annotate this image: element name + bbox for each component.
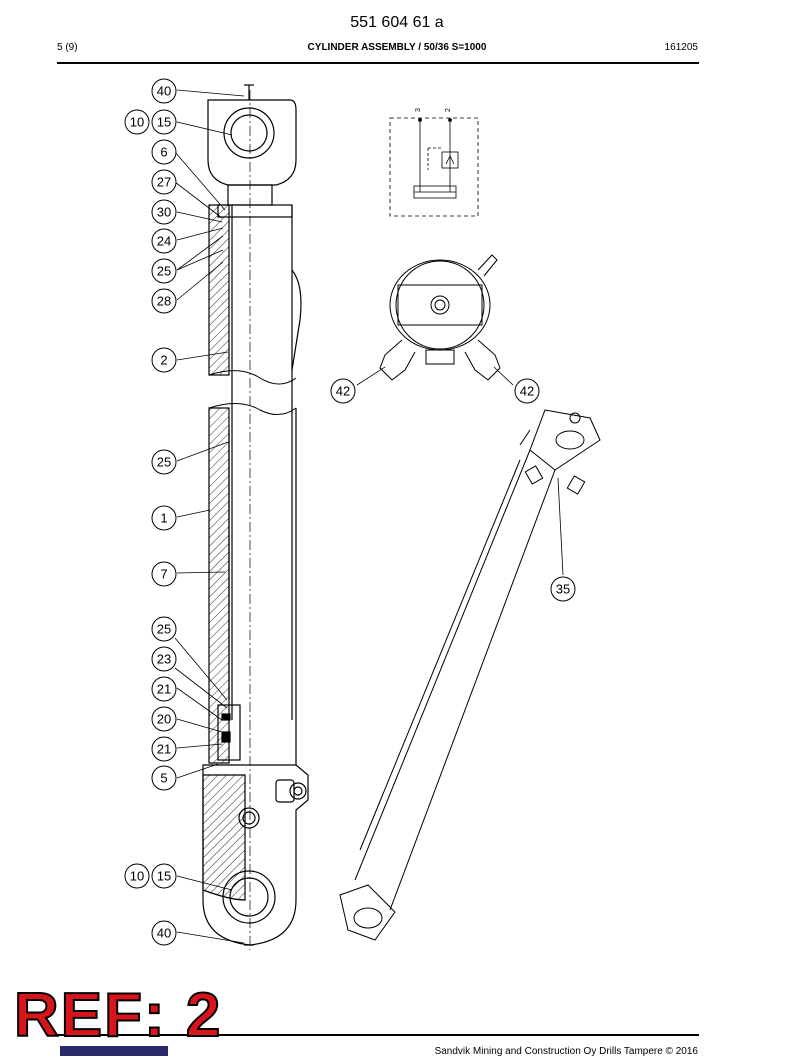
page-number: 5 (9) — [57, 42, 78, 53]
svg-text:5: 5 — [160, 771, 167, 786]
callout-40-bottom: 40 — [151, 920, 177, 946]
schematic-port-label: 3 — [415, 108, 422, 112]
callout-30: 30 — [151, 199, 177, 225]
callout-23: 23 — [151, 646, 177, 672]
callout-15-top: 15 — [151, 109, 177, 135]
svg-text:42: 42 — [336, 384, 350, 399]
svg-text:1: 1 — [160, 511, 167, 526]
svg-text:35: 35 — [556, 582, 570, 597]
callout-42-left: 42 — [330, 378, 356, 404]
svg-text:15: 15 — [157, 869, 171, 884]
svg-text:21: 21 — [157, 682, 171, 697]
leader-lines — [174, 89, 564, 944]
callout-10-top: 10 — [124, 109, 150, 135]
header-rule — [57, 62, 699, 64]
svg-text:20: 20 — [157, 712, 171, 727]
callout-40-top: 40 — [151, 78, 177, 104]
svg-text:7: 7 — [160, 567, 167, 582]
svg-text:42: 42 — [520, 384, 534, 399]
footer-rule — [57, 1034, 699, 1036]
callout-42-right: 42 — [514, 378, 540, 404]
callout-1: 1 — [151, 505, 177, 531]
svg-text:28: 28 — [157, 294, 171, 309]
callout-7: 7 — [151, 561, 177, 587]
callout-27: 27 — [151, 169, 177, 195]
callout-15-bottom: 15 — [151, 863, 177, 889]
ref-stamp: REF: 2 — [13, 981, 223, 1050]
svg-text:25: 25 — [157, 264, 171, 279]
isometric-view — [339, 409, 601, 941]
callout-21-lower: 21 — [151, 736, 177, 762]
callout-24: 24 — [151, 228, 177, 254]
company-logo — [60, 1046, 168, 1056]
revision-date: 161205 — [664, 42, 698, 53]
svg-text:27: 27 — [157, 175, 171, 190]
svg-text:25: 25 — [157, 455, 171, 470]
svg-text:40: 40 — [157, 926, 171, 941]
callout-2: 2 — [151, 347, 177, 373]
callout-10-bottom: 10 — [124, 863, 150, 889]
svg-text:21: 21 — [157, 742, 171, 757]
svg-text:25: 25 — [157, 622, 171, 637]
cylinder-section-view — [202, 84, 309, 950]
callout-25-lower: 25 — [151, 616, 177, 642]
svg-text:15: 15 — [157, 115, 171, 130]
schematic-port-label: 2 — [445, 108, 452, 112]
callout-35: 35 — [550, 576, 576, 602]
callout-28: 28 — [151, 288, 177, 314]
svg-text:6: 6 — [160, 145, 167, 160]
svg-text:2: 2 — [160, 353, 167, 368]
callout-5: 5 — [151, 765, 177, 791]
svg-text:24: 24 — [157, 234, 171, 249]
svg-text:10: 10 — [130, 115, 144, 130]
svg-text:10: 10 — [130, 869, 144, 884]
end-view — [379, 254, 501, 381]
svg-text:23: 23 — [157, 652, 171, 667]
svg-text:40: 40 — [157, 84, 171, 99]
footer-copyright: Sandvik Mining and Construction Oy Drill… — [434, 1046, 698, 1057]
callout-6: 6 — [151, 139, 177, 165]
callout-25-middle: 25 — [151, 449, 177, 475]
page-title: CYLINDER ASSEMBLY / 50/36 S=1000 — [307, 42, 487, 53]
callout-25-upper: 25 — [151, 258, 177, 284]
callout-21-upper: 21 — [151, 676, 177, 702]
document-number: 551 604 61 a — [350, 14, 444, 31]
svg-text:30: 30 — [157, 205, 171, 220]
callout-20: 20 — [151, 706, 177, 732]
hydraulic-schematic: 3 2 — [389, 108, 479, 217]
